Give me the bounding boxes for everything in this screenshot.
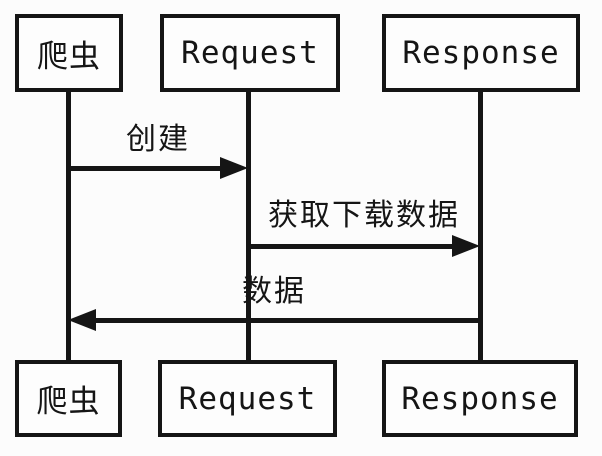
message-label-create: 创建 bbox=[126, 122, 190, 157]
actor-box-crawler-top: 爬虫 bbox=[15, 14, 123, 92]
message-label-data: 数据 bbox=[242, 274, 306, 309]
actor-label-crawler-bottom: 爬虫 bbox=[36, 384, 101, 420]
actor-label-response-top: Response bbox=[402, 35, 560, 71]
actor-box-crawler-bottom: 爬虫 bbox=[15, 360, 122, 437]
message-label-fetch-download-data: 获取下载数据 bbox=[268, 198, 460, 233]
actor-label-request-bottom: Request bbox=[178, 380, 317, 417]
actor-box-request-bottom: Request bbox=[158, 360, 337, 437]
actor-label-response-bottom: Response bbox=[401, 380, 559, 417]
actor-box-request-top: Request bbox=[160, 14, 340, 92]
message-line-fetch-download-data bbox=[248, 244, 456, 249]
arrowhead-right-icon bbox=[452, 235, 480, 257]
lifeline-crawler bbox=[66, 92, 71, 362]
arrowhead-left-icon bbox=[68, 309, 96, 331]
actor-box-response-bottom: Response bbox=[382, 360, 578, 437]
arrowhead-right-icon bbox=[220, 157, 248, 179]
actor-label-request-top: Request bbox=[181, 35, 319, 71]
lifeline-response bbox=[478, 92, 483, 362]
actor-box-response-top: Response bbox=[382, 14, 580, 92]
actor-label-crawler-top: 爬虫 bbox=[37, 38, 101, 75]
message-line-create bbox=[68, 166, 223, 171]
lifeline-request bbox=[246, 92, 251, 362]
message-line-data bbox=[94, 318, 480, 323]
